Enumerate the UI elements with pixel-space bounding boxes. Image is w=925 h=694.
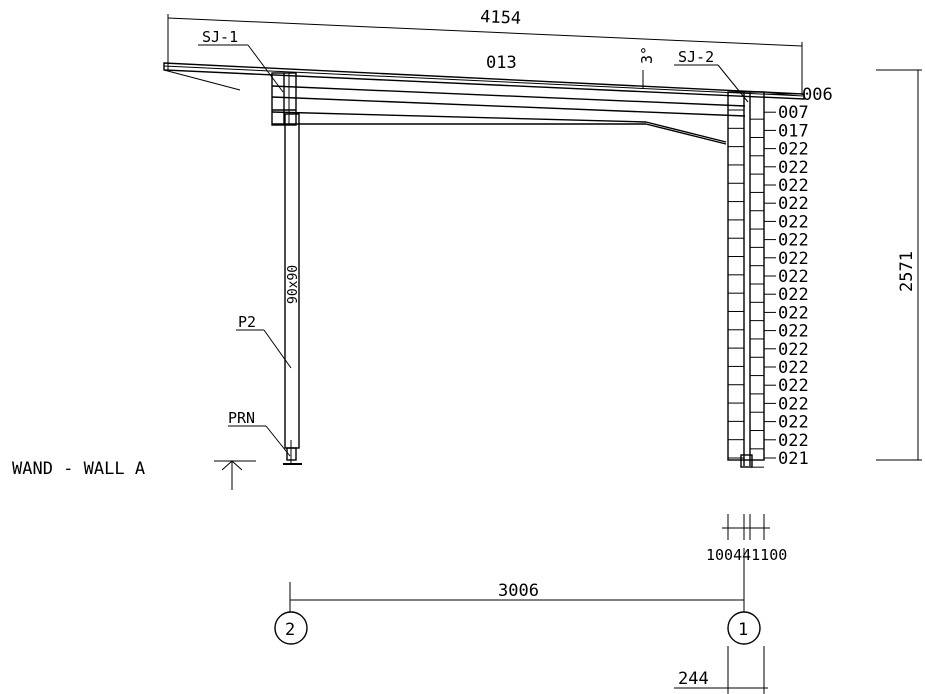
right-label-20: 021	[778, 449, 809, 469]
height-dimension: 2571	[876, 69, 922, 461]
wall-label-text: WAND - WALL A	[12, 459, 145, 479]
wall-courses	[728, 109, 764, 468]
roof-beams	[271, 85, 746, 145]
slope-label: 3°	[638, 46, 656, 64]
right-label-15: 022	[778, 358, 809, 378]
right-label-8: 022	[778, 231, 809, 251]
height-value: 2571	[897, 251, 917, 292]
grid-bubble-right: 1	[727, 611, 761, 645]
overall-width-value: 4154	[480, 7, 522, 29]
roof-sheet: 013 3°	[163, 46, 805, 100]
callout-base-label: PRN	[228, 409, 255, 427]
grid-bubble-left: 2	[274, 611, 308, 645]
right-wall	[727, 91, 765, 468]
grid-bubble-left-label: 2	[285, 620, 295, 640]
right-label-4: 022	[778, 158, 809, 178]
overall-width-dimension: 4154	[167, 7, 803, 95]
detail-dimension: 100441100	[706, 514, 787, 564]
right-label-2: 017	[778, 121, 809, 141]
right-label-14: 022	[778, 340, 809, 360]
right-label-10: 022	[778, 267, 809, 287]
right-label-3: 022	[778, 140, 809, 160]
right-label-17: 022	[778, 394, 809, 414]
right-label-18: 022	[778, 413, 809, 433]
right-label-16: 022	[778, 376, 809, 396]
detail-dimension-value: 100441100	[706, 546, 787, 564]
label-leaders	[764, 93, 800, 459]
right-label-0: 006	[802, 85, 833, 105]
callout-post: P2	[236, 313, 292, 369]
right-label-5: 022	[778, 176, 809, 196]
span-dimension: 3006	[289, 548, 745, 612]
wall-label: WAND - WALL A	[12, 459, 256, 490]
right-label-13: 022	[778, 322, 809, 342]
right-label-9: 022	[778, 249, 809, 269]
right-label-12: 022	[778, 303, 809, 323]
left-post-head	[271, 72, 297, 126]
callout-sj2-label: SJ-2	[678, 48, 714, 66]
right-label-11: 022	[778, 285, 809, 305]
callout-post-label: P2	[238, 313, 256, 331]
offset-dimension: 244	[674, 646, 768, 694]
left-post: 90x90	[283, 113, 302, 465]
span-value: 3006	[498, 581, 539, 601]
callout-base: PRN	[228, 409, 291, 457]
beam-label: 013	[486, 53, 517, 73]
post-section-label: 90x90	[286, 265, 301, 304]
callout-sj1-label: SJ-1	[202, 28, 238, 46]
offset-value: 244	[678, 669, 709, 689]
callout-sj1: SJ-1	[198, 28, 284, 93]
right-label-1: 007	[778, 103, 809, 123]
grid-bubble-right-label: 1	[738, 620, 748, 640]
right-labels: 0060070170220220220220220220220220220220…	[778, 85, 833, 469]
right-label-7: 022	[778, 212, 809, 232]
right-label-19: 022	[778, 431, 809, 451]
right-label-6: 022	[778, 194, 809, 214]
callout-sj2: SJ-2	[674, 48, 749, 103]
